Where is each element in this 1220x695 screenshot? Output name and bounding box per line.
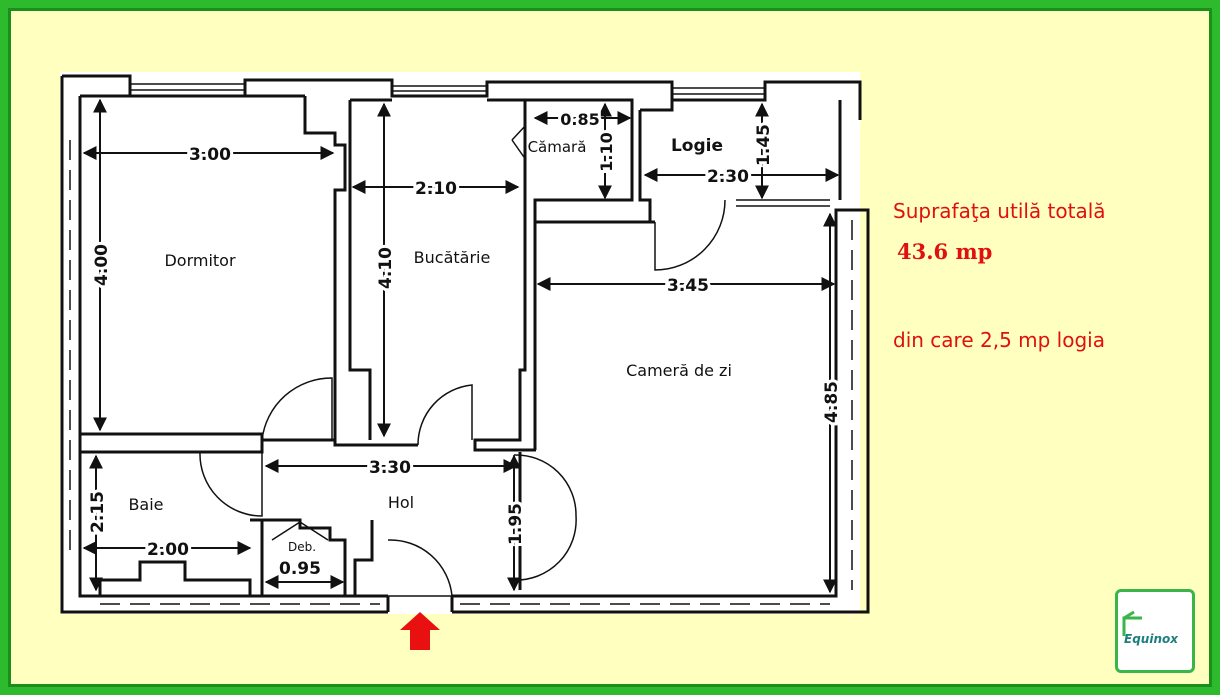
dim-baie-width: 2.00	[147, 540, 189, 560]
dim-bucatarie-width: 2.10	[415, 179, 457, 199]
info-surface-label: Suprafaţa utilă totală	[893, 199, 1106, 223]
room-label-bucatarie: Bucătărie	[414, 248, 491, 267]
info-logia-note: din care 2,5 mp logia	[893, 328, 1105, 352]
dim-hol-height: 1.95	[506, 503, 526, 545]
room-label-dormitor: Dormitor	[164, 251, 236, 270]
equinox-logo-icon	[1122, 610, 1142, 636]
entrance-arrow-icon	[400, 612, 440, 650]
info-surface-value: 43.6 mp	[897, 239, 993, 264]
dim-hol-width: 3.30	[369, 458, 411, 478]
dim-camara-height: 1.10	[597, 132, 616, 171]
dimension-lines	[82, 98, 840, 594]
dim-logie-height: 1.45	[754, 124, 774, 166]
room-label-logie: Logie	[671, 136, 723, 156]
dim-dormitor-height: 4.00	[92, 244, 112, 286]
room-label-camera-de-zi: Cameră de zi	[626, 361, 732, 380]
dim-baie-height: 2.15	[88, 491, 108, 533]
room-label-baie: Baie	[128, 495, 163, 514]
room-label-debara: Deb.	[288, 540, 316, 554]
equinox-logo-text: Equinox	[1124, 632, 1178, 646]
dim-camera-height: 4.85	[822, 381, 842, 423]
dim-debara-width: 0.95	[279, 559, 321, 579]
dim-logie-width: 2.30	[707, 167, 749, 187]
dim-camara-width: 0.85	[560, 110, 599, 129]
room-label-camara: Cămară	[528, 138, 587, 156]
room-label-hol: Hol	[388, 493, 414, 512]
interior-walls	[80, 96, 674, 612]
windows	[69, 83, 853, 605]
dim-bucatarie-height: 4.10	[376, 247, 396, 289]
plan-background	[60, 72, 860, 614]
dim-dormitor-width: 3.00	[189, 145, 231, 165]
equinox-logo: Equinox	[1115, 589, 1195, 673]
dim-camera-width: 3.45	[667, 276, 709, 296]
